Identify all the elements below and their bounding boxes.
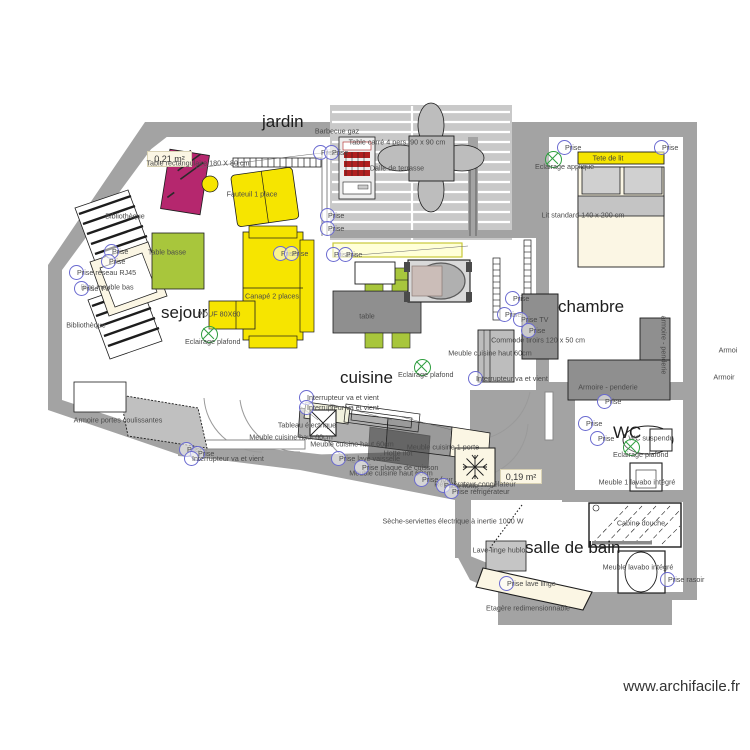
socket-icon[interactable] <box>468 371 483 386</box>
socket-icon[interactable] <box>338 247 353 262</box>
room-label-chambre: chambre <box>558 297 625 316</box>
room-label-jardin: jardin <box>262 112 304 131</box>
window-chambre-bars <box>493 263 500 313</box>
socket-icon[interactable] <box>497 307 512 322</box>
wall-wc-bottom <box>562 490 686 502</box>
table-basse-shape[interactable] <box>151 232 205 290</box>
door-swing-hall-2 <box>203 397 263 453</box>
socket-icon[interactable] <box>284 246 299 261</box>
socket-icon[interactable] <box>69 265 84 280</box>
fauteuil-shape[interactable] <box>230 167 300 227</box>
socket-icon[interactable] <box>299 400 314 415</box>
socket-icon[interactable] <box>324 145 339 160</box>
barbecue-shape[interactable] <box>338 136 376 200</box>
socket-icon[interactable] <box>654 140 669 155</box>
ceiling-light-icon[interactable] <box>545 151 562 168</box>
socket-icon[interactable] <box>578 416 593 431</box>
socket-icon[interactable] <box>660 572 675 587</box>
socket-icon[interactable] <box>557 140 572 155</box>
wall-corner-nw <box>145 122 168 150</box>
socket-icon[interactable] <box>331 451 346 466</box>
pouf-shape[interactable] <box>208 300 256 330</box>
lit-shape[interactable] <box>577 151 665 268</box>
armoire-coulissante-shape[interactable] <box>119 394 208 449</box>
socket-icon[interactable] <box>590 431 605 446</box>
room-label-WC: WC <box>613 423 642 442</box>
room-label-salle-de-bain: salle de bain <box>525 538 621 557</box>
niche-shape <box>73 381 127 413</box>
wall-terrace-right <box>468 137 478 235</box>
lave-linge-shape[interactable] <box>485 540 527 572</box>
socket-icon[interactable] <box>499 576 514 591</box>
table-carre-shape[interactable] <box>377 102 485 213</box>
socket-icon[interactable] <box>597 394 612 409</box>
kitchen-run-shapes[interactable] <box>297 401 496 487</box>
area-badge: 0,21 m² <box>147 151 192 167</box>
socket-icon[interactable] <box>184 451 199 466</box>
area-badge: 0,19 m² <box>500 469 542 484</box>
socket-icon[interactable] <box>414 472 429 487</box>
meuble-lavabo-wc-shape[interactable] <box>629 462 663 492</box>
socket-icon[interactable] <box>505 291 520 306</box>
socket-icon[interactable] <box>101 254 116 269</box>
meuble-chambre-shape[interactable] <box>477 329 515 383</box>
wall-terrace-bottom <box>330 230 540 238</box>
cuisine-unit-shape[interactable] <box>354 261 396 285</box>
room-label-sejour: sejour <box>161 303 208 322</box>
cabine-douche-shape[interactable] <box>588 502 682 548</box>
window-chambre-left <box>492 257 501 321</box>
room-label-cuisine: cuisine <box>340 368 393 387</box>
canape-shape[interactable] <box>242 225 315 349</box>
armoire-penderie-h-shape[interactable] <box>567 359 671 401</box>
wall-wc-left <box>562 392 575 502</box>
door-leaf-chambre[interactable] <box>544 391 554 441</box>
socket-icon[interactable] <box>521 323 536 338</box>
ceiling-light-icon[interactable] <box>623 439 640 456</box>
ceiling-light-icon[interactable] <box>201 326 218 343</box>
door-leaf-hall[interactable] <box>199 439 306 450</box>
door-swing-hall <box>239 399 301 453</box>
tabouret-shape[interactable] <box>201 175 219 193</box>
watermark: www.archifacile.fr <box>623 678 740 695</box>
window-chambre-right-bars <box>524 245 531 289</box>
socket-icon[interactable] <box>320 221 335 236</box>
meuble-lavabo-sdb-shape[interactable] <box>617 550 666 594</box>
socket-icon[interactable] <box>74 281 89 296</box>
cuisine-stove-shape[interactable] <box>404 259 472 303</box>
socket-icon[interactable] <box>354 460 369 475</box>
ceiling-light-icon[interactable] <box>414 359 431 376</box>
socket-icon[interactable] <box>444 484 459 499</box>
window-garden <box>232 157 322 168</box>
